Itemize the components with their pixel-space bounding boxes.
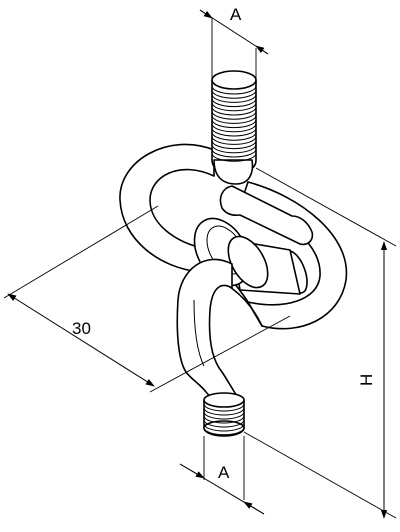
thread-ridge (211, 111, 257, 120)
thread-ridge (211, 127, 257, 137)
top-thread (211, 70, 257, 185)
thread-ridge (211, 102, 257, 112)
thread-ridge (211, 153, 257, 162)
thread-ridge (211, 132, 257, 141)
thread-ridge (203, 423, 245, 432)
thread-ridge (211, 98, 257, 108)
thread-ridge (203, 403, 245, 412)
dimension-30: 30 (3, 205, 291, 393)
thread-ridge (203, 415, 245, 424)
dimension-a-bottom-label: A (218, 463, 230, 482)
dimension-a-top: A (199, 5, 269, 80)
thread-ridge (203, 419, 245, 428)
thread-ridge (211, 106, 257, 116)
dimension-h: H (243, 167, 397, 519)
dimension-h-label: H (357, 374, 376, 386)
thread-ridge (211, 85, 257, 95)
dimension-30-label: 30 (72, 319, 91, 338)
thread-ridge (211, 94, 257, 103)
dimension-a-top-label: A (230, 5, 242, 24)
thread-ridge (211, 123, 257, 133)
thread-ridge (211, 115, 257, 124)
thread-ridge (211, 90, 257, 99)
lower-hook (176, 258, 239, 411)
dimension-a-bottom: A (179, 436, 265, 515)
thread-ridge (211, 140, 257, 150)
thread-ridge (203, 407, 245, 416)
thread-ridge (211, 119, 257, 129)
thread-ridge (203, 411, 245, 420)
thread-ridge (211, 144, 257, 154)
thread-ridge (211, 148, 257, 158)
thread-ridge (211, 136, 257, 145)
bottom-thread (203, 392, 245, 437)
thread-ridge (203, 427, 245, 436)
